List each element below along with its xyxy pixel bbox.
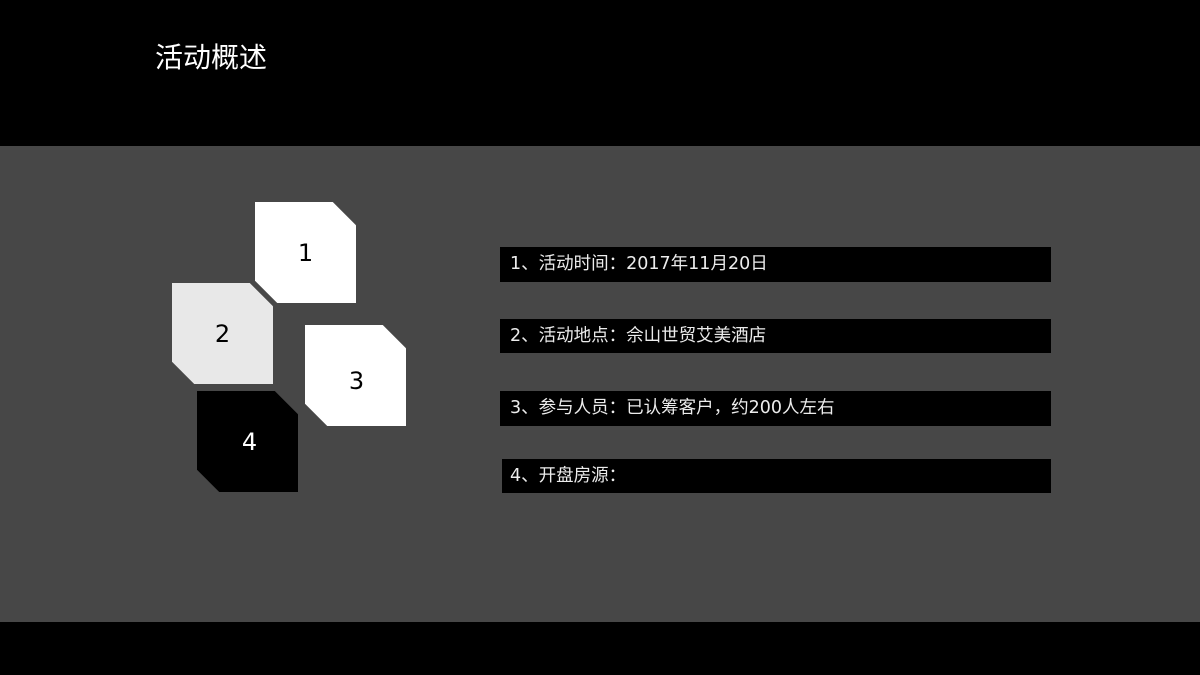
- number-tile-3: 3: [305, 325, 406, 426]
- number-tile-1: 1: [255, 202, 356, 303]
- info-item-listings: 4、开盘房源：: [502, 459, 1051, 493]
- info-item-location: 2、活动地点：佘山世贸艾美酒店: [500, 319, 1051, 353]
- slide-title: 活动概述: [155, 41, 268, 74]
- tile-number: 1: [297, 238, 314, 267]
- tile-number: 4: [241, 427, 258, 456]
- info-item-participants: 3、参与人员：已认筹客户，约200人左右: [500, 391, 1051, 426]
- number-tile-2: 2: [172, 283, 273, 384]
- number-tile-4: 4: [197, 391, 298, 492]
- tile-number: 2: [214, 319, 231, 348]
- tile-number: 3: [348, 366, 365, 395]
- info-item-time: 1、活动时间：2017年11月20日: [500, 247, 1051, 282]
- content-band: [0, 146, 1200, 622]
